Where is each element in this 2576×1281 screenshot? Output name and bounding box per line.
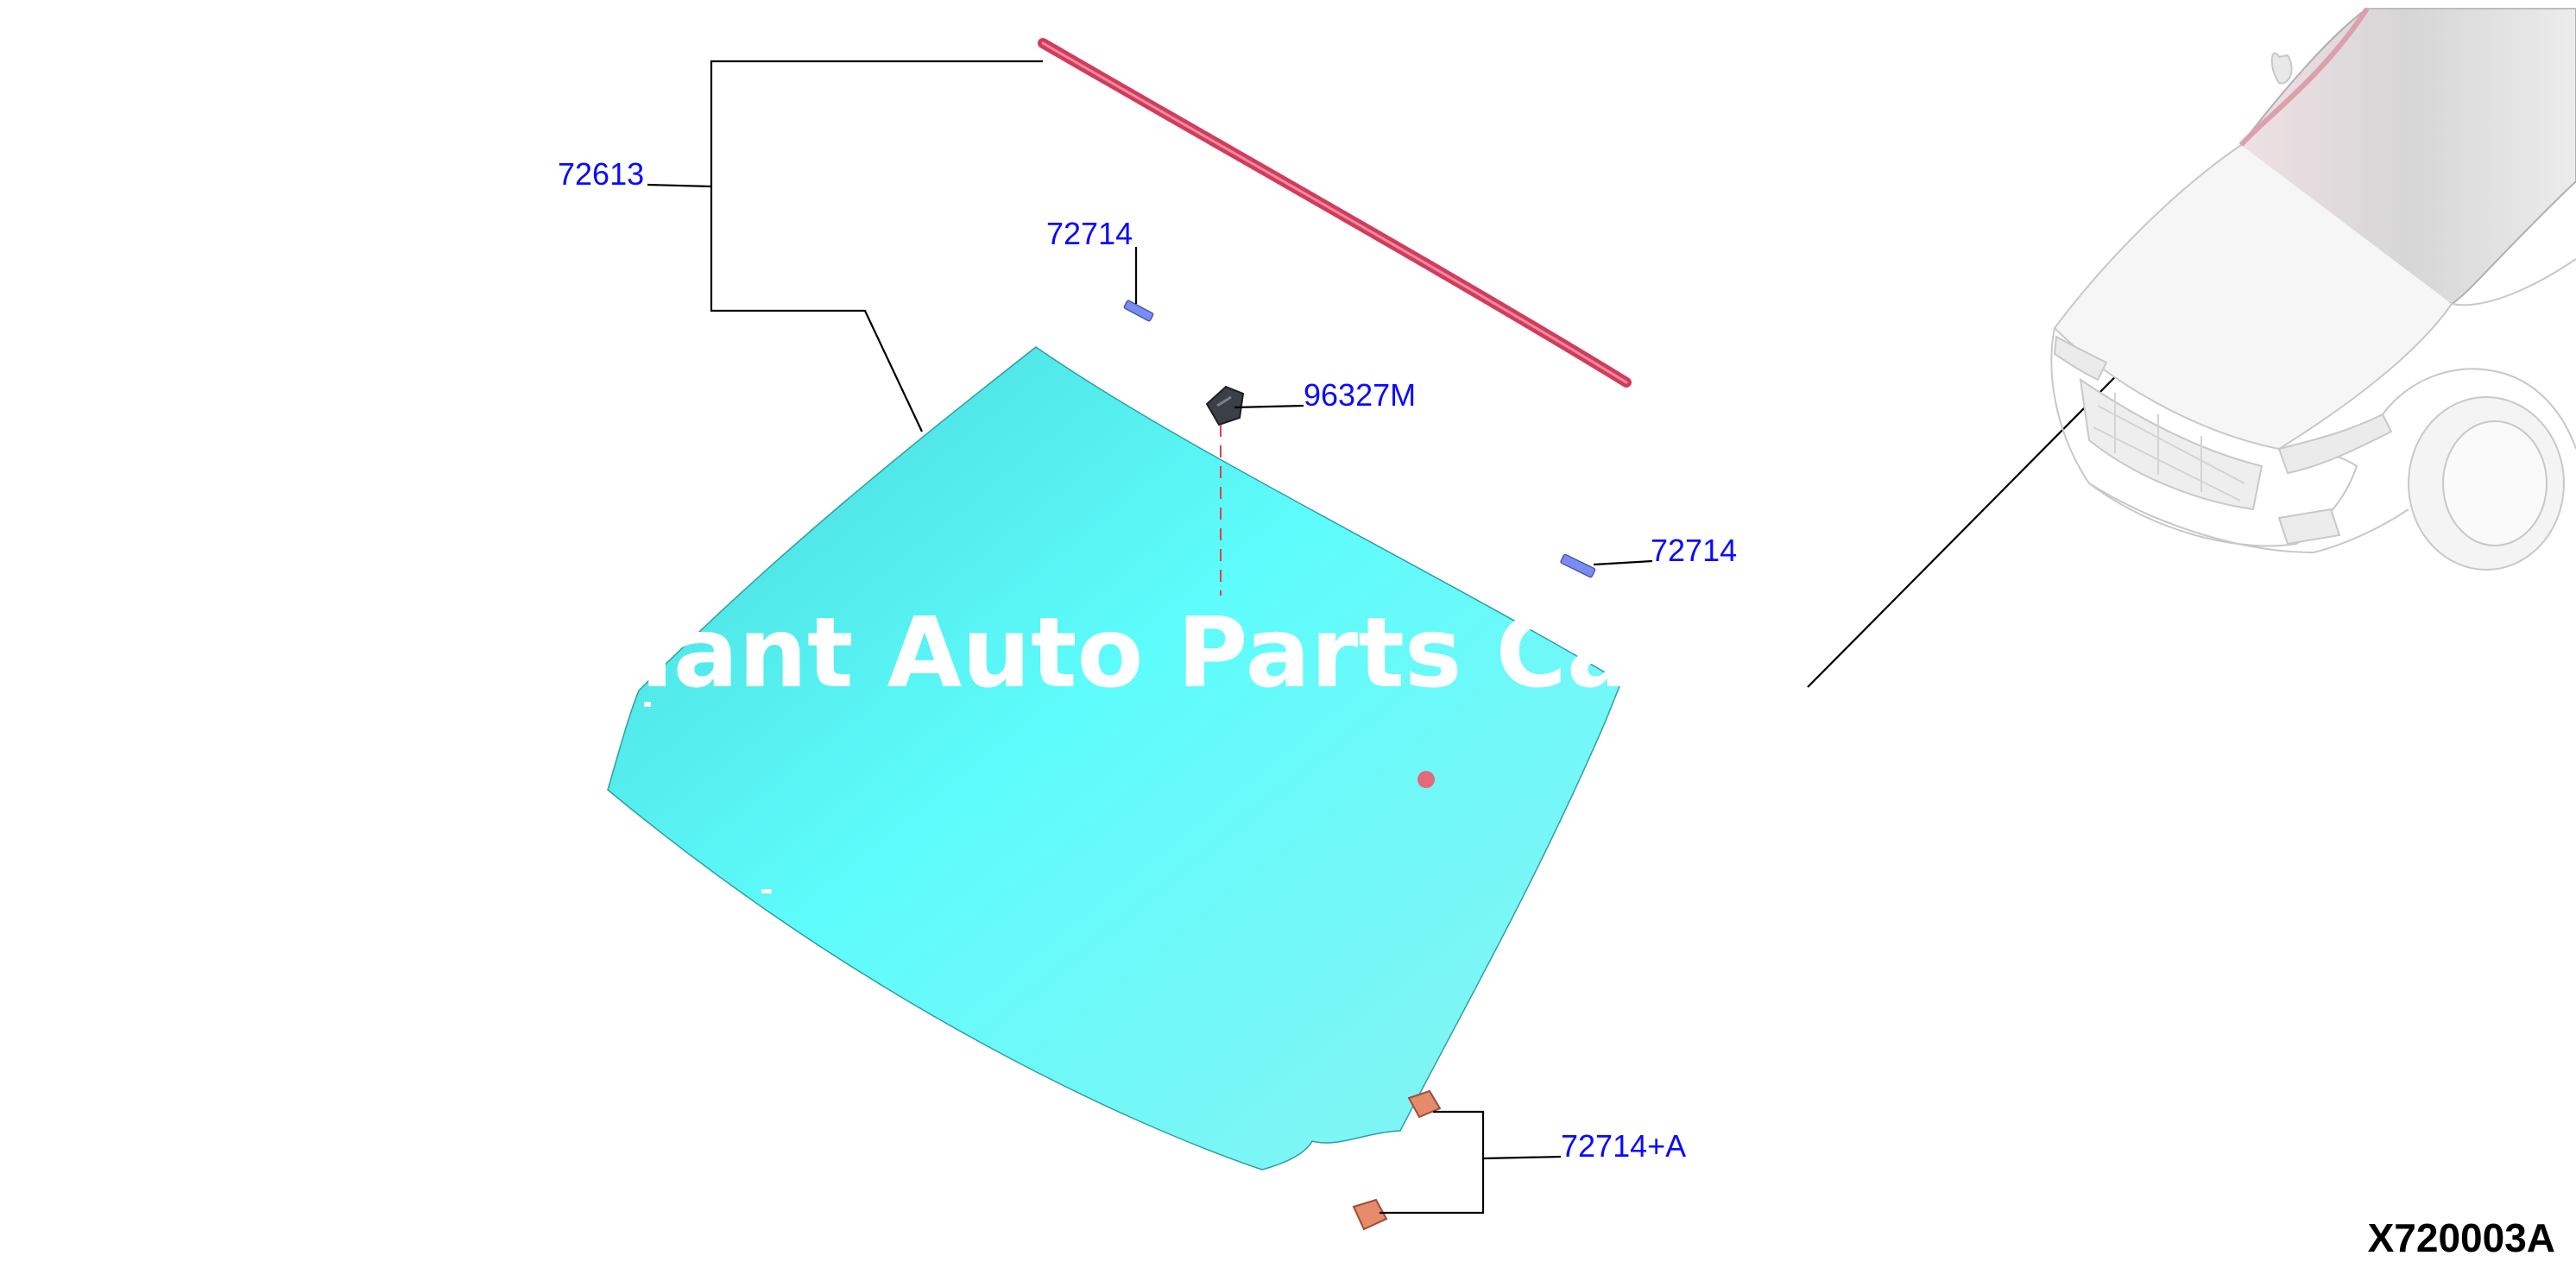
locator-car-illustration	[2050, 7, 2576, 571]
spacer-72714A-upper[interactable]	[1407, 1089, 1442, 1119]
spacer-72714A-lower[interactable]	[1352, 1198, 1388, 1231]
callout-96327M[interactable]: 96327M	[1304, 377, 1416, 413]
clip-72714-top[interactable]	[1123, 300, 1154, 322]
callout-72714-right[interactable]: 72714	[1651, 533, 1737, 568]
callout-72613[interactable]: 72613	[558, 156, 644, 192]
callout-72714A[interactable]: 72714+A	[1561, 1128, 1686, 1164]
windshield-glass[interactable]	[607, 346, 1622, 1171]
glass-mark	[761, 889, 772, 893]
windshield-molding[interactable]	[1038, 38, 1632, 388]
mirror-base-96327M[interactable]	[1205, 385, 1245, 426]
watermark-text: nant Auto Parts Catal	[604, 597, 1777, 710]
clip-72714-right[interactable]	[1560, 553, 1596, 578]
callout-72714-top[interactable]: 72714	[1046, 216, 1133, 251]
glass-sensor-dot	[1417, 771, 1435, 788]
glass-mark	[644, 702, 651, 707]
diagram-code: X720003A	[2368, 1215, 2555, 1260]
